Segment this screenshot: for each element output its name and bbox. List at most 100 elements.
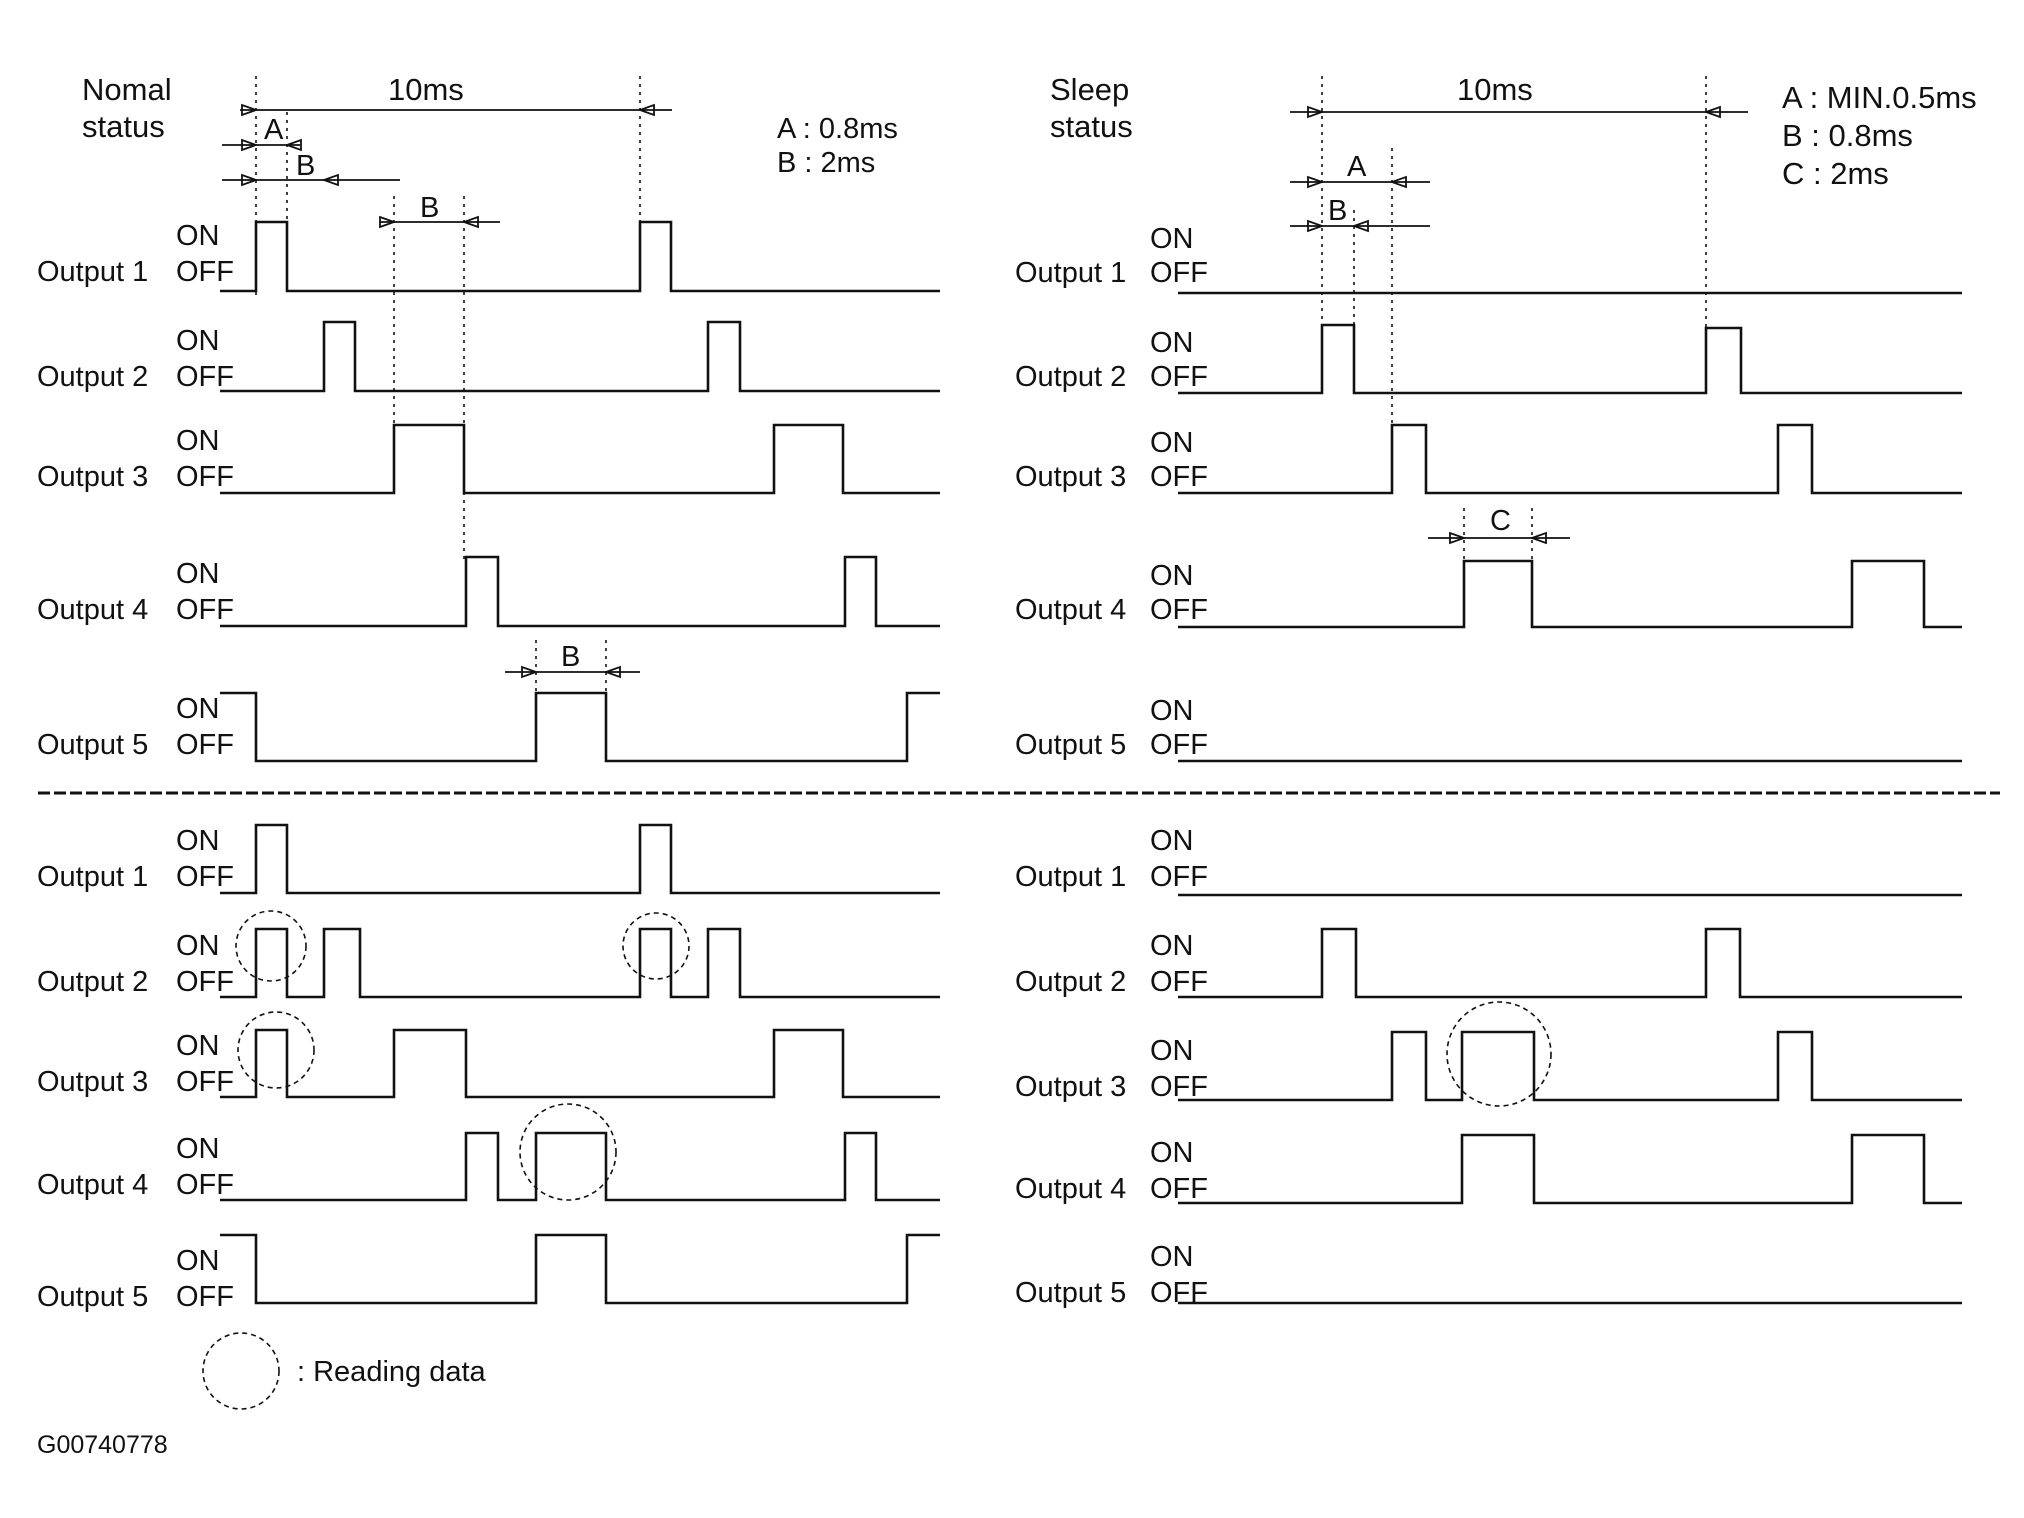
off-label: OFF	[176, 361, 234, 393]
reading-data-legend: : Reading data	[202, 1332, 487, 1410]
normal-top-waveforms	[220, 220, 940, 763]
on-label: ON	[1150, 930, 1194, 962]
on-label: ON	[176, 693, 220, 725]
waveform-output-2	[220, 927, 940, 999]
on-label: ON	[1150, 223, 1194, 255]
output-4-label: Output 4	[37, 594, 148, 626]
waveform-output-1	[220, 823, 940, 895]
waveform-output-5	[220, 691, 940, 763]
output-4-label: Output 4	[1015, 1173, 1126, 1205]
output-3-label: Output 3	[37, 461, 148, 493]
reading-data-circle	[519, 1103, 617, 1201]
output-4-label: Output 4	[37, 1169, 148, 1201]
waveform-output-3	[1178, 423, 1962, 495]
on-label: ON	[1150, 327, 1194, 359]
off-label: OFF	[176, 1169, 234, 1201]
on-label: ON	[176, 558, 220, 590]
dim-letter-a: A	[1347, 151, 1367, 183]
output-5-label: Output 5	[1015, 1277, 1126, 1309]
normal-legend-b: B : 2ms	[777, 147, 875, 179]
normal-bottom-labels: ON Output 1 OFF ON Output 2 OFF ON Outpu…	[37, 825, 234, 1313]
off-label: OFF	[1150, 729, 1208, 761]
waveform-output-3	[220, 423, 940, 495]
on-label: ON	[176, 220, 220, 252]
figure-id: G00740778	[37, 1431, 168, 1459]
sleep-top-waveforms	[1178, 291, 1962, 763]
sleep-legend-c: C : 2ms	[1782, 156, 1889, 191]
output-1-label: Output 1	[37, 256, 148, 288]
normal-bottom-waveforms	[220, 823, 940, 1305]
dim-letter-a: A	[264, 114, 284, 146]
off-label: OFF	[176, 256, 234, 288]
on-label: ON	[176, 825, 220, 857]
waveform-output-3	[220, 1028, 940, 1099]
reading-data-legend-text: : Reading data	[297, 1356, 487, 1388]
waveform-output-4	[220, 1131, 940, 1202]
on-label: ON	[1150, 427, 1194, 459]
off-label: OFF	[176, 594, 234, 626]
off-label: OFF	[176, 1281, 234, 1313]
output-4-label: Output 4	[1015, 594, 1126, 626]
off-label: OFF	[1150, 257, 1208, 289]
output-5-label: Output 5	[1015, 729, 1126, 761]
output-1-label: Output 1	[1015, 861, 1126, 893]
normal-status-header: Nomal status 10ms A : 0.8ms B : 2ms	[82, 72, 898, 179]
waveform-output-2	[1178, 323, 1962, 395]
normal-dimension-lines: A B B B	[222, 76, 672, 693]
normal-period-label: 10ms	[388, 72, 464, 107]
dim-letter-b: B	[561, 641, 580, 673]
on-label: ON	[176, 930, 220, 962]
normal-title-line1: Nomal	[82, 72, 172, 107]
output-5-label: Output 5	[37, 729, 148, 761]
reading-data-circle	[622, 912, 690, 980]
waveform-output-2	[1178, 927, 1962, 999]
on-label: ON	[1150, 825, 1194, 857]
reading-data-legend-circle	[202, 1332, 280, 1410]
on-label: ON	[1150, 560, 1194, 592]
off-label: OFF	[1150, 966, 1208, 998]
sleep-legend-a: A : MIN.0.5ms	[1782, 80, 1977, 115]
off-label: OFF	[1150, 594, 1208, 626]
off-label: OFF	[176, 729, 234, 761]
on-label: ON	[176, 425, 220, 457]
sleep-dimension-lines: A B C	[1290, 76, 1748, 561]
sleep-bottom-labels: ON Output 1 OFF ON Output 2 OFF ON Outpu…	[1015, 825, 1208, 1309]
waveform-output-3	[1178, 1030, 1962, 1102]
off-label: OFF	[1150, 1173, 1208, 1205]
off-label: OFF	[1150, 1071, 1208, 1103]
sleep-status-header: Sleep status 10ms A : MIN.0.5ms B : 0.8m…	[1050, 72, 1977, 191]
off-label: OFF	[1150, 361, 1208, 393]
off-label: OFF	[1150, 461, 1208, 493]
output-3-label: Output 3	[1015, 1071, 1126, 1103]
normal-top-labels: ON Output 1 OFF ON Output 2 OFF ON Outpu…	[37, 220, 234, 761]
dim-letter-b: B	[420, 192, 439, 224]
waveform-output-5	[220, 1233, 940, 1305]
output-3-label: Output 3	[1015, 461, 1126, 493]
output-2-label: Output 2	[1015, 966, 1126, 998]
off-label: OFF	[1150, 861, 1208, 893]
on-label: ON	[176, 1245, 220, 1277]
off-label: OFF	[176, 861, 234, 893]
reading-data-circle	[235, 910, 307, 982]
sleep-period-label: 10ms	[1457, 72, 1533, 107]
waveform-output-4	[1178, 559, 1962, 629]
dim-letter-b: B	[1328, 195, 1347, 227]
normal-title-line2: status	[82, 109, 165, 144]
on-label: ON	[1150, 1137, 1194, 1169]
on-label: ON	[1150, 1035, 1194, 1067]
output-3-label: Output 3	[37, 1066, 148, 1098]
output-5-label: Output 5	[37, 1281, 148, 1313]
sleep-legend-b: B : 0.8ms	[1782, 118, 1913, 153]
output-2-label: Output 2	[37, 966, 148, 998]
reading-data-circle	[1446, 1001, 1552, 1107]
output-1-label: Output 1	[1015, 257, 1126, 289]
sleep-title-line2: status	[1050, 109, 1133, 144]
on-label: ON	[176, 1030, 220, 1062]
on-label: ON	[176, 1133, 220, 1165]
on-label: ON	[176, 325, 220, 357]
dim-letter-b: B	[296, 150, 315, 182]
waveform-output-2	[220, 320, 940, 393]
on-label: ON	[1150, 1241, 1194, 1273]
output-2-label: Output 2	[1015, 361, 1126, 393]
